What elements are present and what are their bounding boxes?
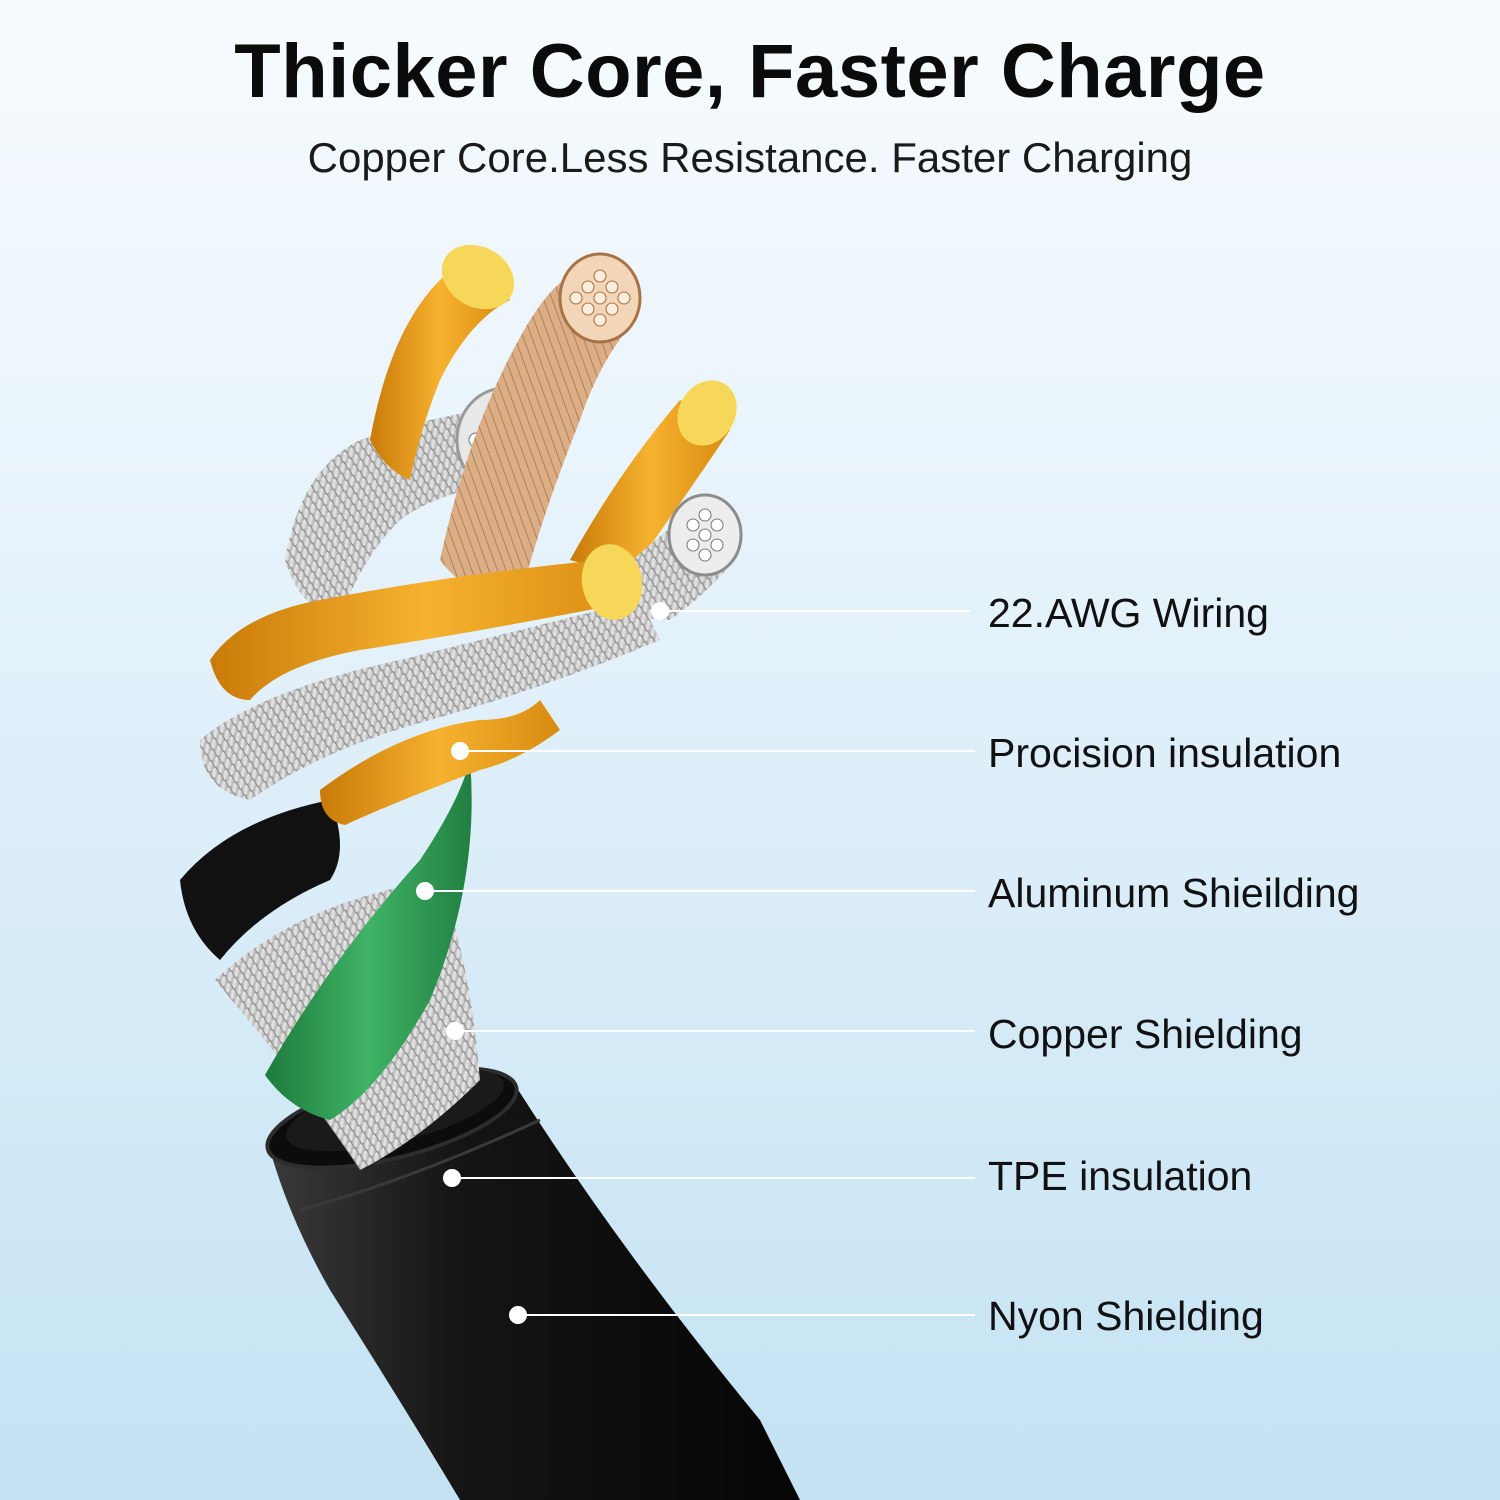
page-title: Thicker Core, Faster Charge (234, 29, 1266, 114)
label-awg-wiring: 22.AWG Wiring (988, 590, 1269, 636)
leader-aluminum-shielding-dot (416, 882, 434, 900)
label-tpe-insulation: TPE insulation (988, 1153, 1253, 1199)
gold-wire-top-cap (441, 244, 515, 310)
copper-wire-top (440, 270, 635, 600)
gold-wire-right-cap (677, 380, 737, 446)
label-copper-shielding: Copper Shielding (988, 1011, 1303, 1057)
black-inner-core (180, 800, 340, 960)
gold-wire-top (370, 260, 510, 480)
silver-strand-loop (200, 600, 660, 800)
aluminum-shielding-layer (265, 760, 472, 1120)
label-precision-insulation: Procision insulation (988, 730, 1342, 776)
leader-tpe-insulation-dot (443, 1169, 461, 1187)
precision-insulation-segment (320, 700, 560, 825)
leader-copper-shielding-dot (446, 1022, 464, 1040)
gold-wire-front (210, 560, 640, 700)
label-nylon-shielding: Nyon Shielding (988, 1293, 1264, 1339)
label-aluminum-shielding: Aluminum Shieilding (988, 870, 1360, 916)
leader-nylon-shielding-dot (509, 1306, 527, 1324)
leader-awg-wiring-dot (651, 602, 669, 620)
leader-precision-insulation-dot (451, 742, 469, 760)
page-subtitle: Copper Core.Less Resistance. Faster Char… (307, 134, 1193, 181)
callout-leaders (416, 602, 975, 1324)
gold-wire-front-cap (581, 544, 643, 620)
